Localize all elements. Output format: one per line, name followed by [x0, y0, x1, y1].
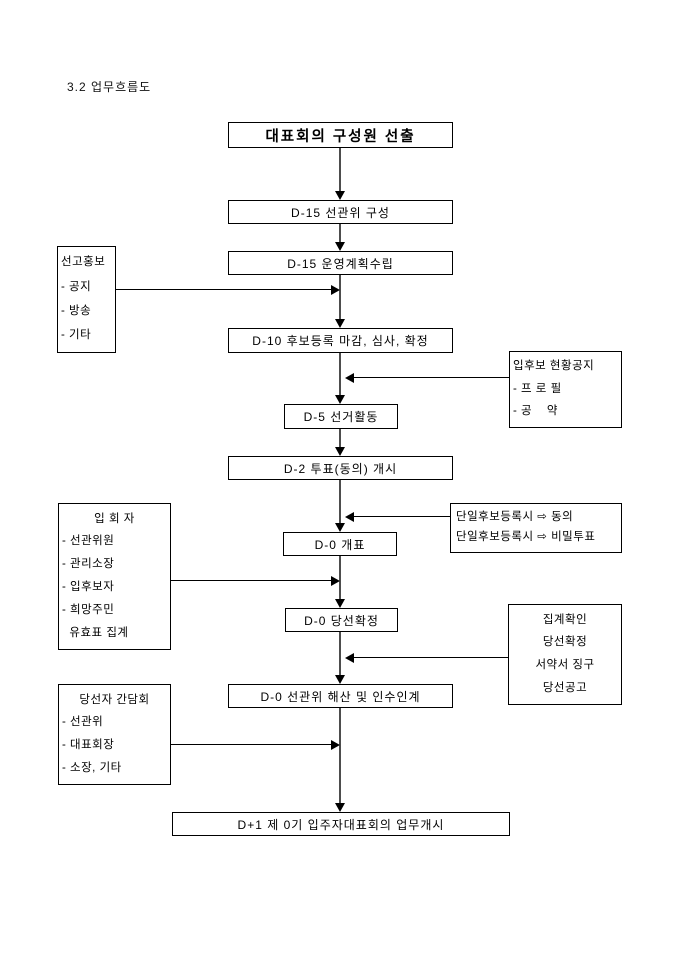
arrowhead-down-icon	[335, 599, 345, 608]
side-box-observers: 입 회 자 - 선관위원 - 관리소장 - 입후보자 - 희망주민 유효표 집계	[58, 503, 171, 650]
arrowhead-down-icon	[335, 523, 345, 532]
side-box-item: - 선관위원	[62, 535, 115, 548]
arrowhead-left-icon	[345, 653, 354, 663]
step-d0-vote-count: D-0 개표	[283, 532, 397, 556]
arrowhead-right-icon	[331, 576, 340, 586]
side-box-item: - 공지	[61, 280, 92, 293]
connector-vertical	[339, 708, 341, 803]
arrowhead-down-icon	[335, 242, 345, 251]
connector-vertical	[339, 429, 341, 447]
side-box-item: - 방송	[61, 304, 92, 317]
side-box-item: - 기타	[61, 329, 92, 342]
side-box-item: - 공 약	[513, 405, 558, 418]
connector-vertical	[339, 480, 341, 523]
side-box-title: 선고홍보	[61, 256, 106, 269]
side-box-candidate-status-notice: 입후보 현황공지 - 프 로 필 - 공 약	[509, 351, 622, 428]
arrowhead-left-icon	[345, 512, 354, 522]
connector-horizontal	[354, 657, 508, 658]
step-d0-winner-confirmation: D-0 당선확정	[285, 608, 398, 632]
side-box-line: 서약서 징구	[535, 659, 595, 672]
side-box-title: 당선자 간담회	[79, 693, 150, 706]
connector-horizontal	[116, 289, 331, 290]
side-box-tally-confirmation: 집계확인 당선확정 서약서 징구 당선공고	[508, 604, 622, 705]
flow-title-box: 대표회의 구성원 선출	[228, 122, 453, 148]
side-box-item: - 희망주민	[62, 603, 115, 616]
side-box-item: - 프 로 필	[513, 382, 562, 395]
connector-horizontal	[354, 377, 509, 378]
side-box-item: 유효표 집계	[62, 626, 129, 639]
arrowhead-down-icon	[335, 447, 345, 456]
step-d15-operation-plan: D-15 운영계획수립	[228, 251, 453, 275]
arrowhead-right-icon	[331, 740, 340, 750]
side-box-line: 단일후보등록시 ⇨ 비밀투표	[456, 531, 596, 544]
connector-vertical	[339, 353, 341, 395]
connector-vertical	[339, 556, 341, 599]
side-box-line: 당선공고	[542, 681, 588, 694]
section-heading: 3.2 업무흐름도	[67, 80, 152, 94]
arrowhead-down-icon	[335, 395, 345, 404]
side-box-winners-meeting: 당선자 간담회 - 선관위 - 대표회장 - 소장, 기타	[58, 684, 171, 785]
side-box-line: 집계확인	[542, 613, 588, 626]
side-box-item: - 대표회장	[62, 739, 115, 752]
connector-vertical	[339, 148, 341, 192]
connector-horizontal	[171, 744, 331, 745]
side-box-item: - 소장, 기타	[62, 761, 122, 774]
connector-vertical	[339, 275, 341, 319]
side-box-line: 단일후보등록시 ⇨ 동의	[456, 511, 574, 524]
side-box-title: 입후보 현황공지	[513, 360, 595, 373]
side-box-line: 당선확정	[542, 636, 588, 649]
step-d1-council-start: D+1 제 0기 입주자대표회의 업무개시	[172, 812, 510, 836]
connector-vertical	[339, 224, 341, 242]
connector-horizontal	[171, 580, 331, 581]
side-box-title: 입 회 자	[94, 512, 135, 525]
side-box-election-publicity: 선고홍보 - 공지 - 방송 - 기타	[57, 246, 116, 353]
step-d15-committee-formation: D-15 선관위 구성	[228, 200, 453, 224]
side-box-item: - 관리소장	[62, 558, 115, 571]
side-box-item: - 입후보자	[62, 581, 115, 594]
connector-horizontal	[354, 516, 450, 517]
arrowhead-down-icon	[335, 191, 345, 200]
side-box-single-candidate-rule: 단일후보등록시 ⇨ 동의 단일후보등록시 ⇨ 비밀투표	[450, 503, 622, 553]
arrowhead-left-icon	[345, 373, 354, 383]
arrowhead-down-icon	[335, 319, 345, 328]
arrowhead-right-icon	[331, 285, 340, 295]
connector-vertical	[339, 632, 341, 675]
arrowhead-down-icon	[335, 803, 345, 812]
step-d2-voting-start: D-2 투표(동의) 개시	[228, 456, 453, 480]
step-d0-committee-dissolution: D-0 선관위 해산 및 인수인계	[228, 684, 453, 708]
step-d5-campaign: D-5 선거활동	[284, 404, 398, 429]
side-box-item: - 선관위	[62, 716, 104, 729]
arrowhead-down-icon	[335, 675, 345, 684]
step-d10-candidate-registration: D-10 후보등록 마감, 심사, 확정	[228, 328, 453, 353]
